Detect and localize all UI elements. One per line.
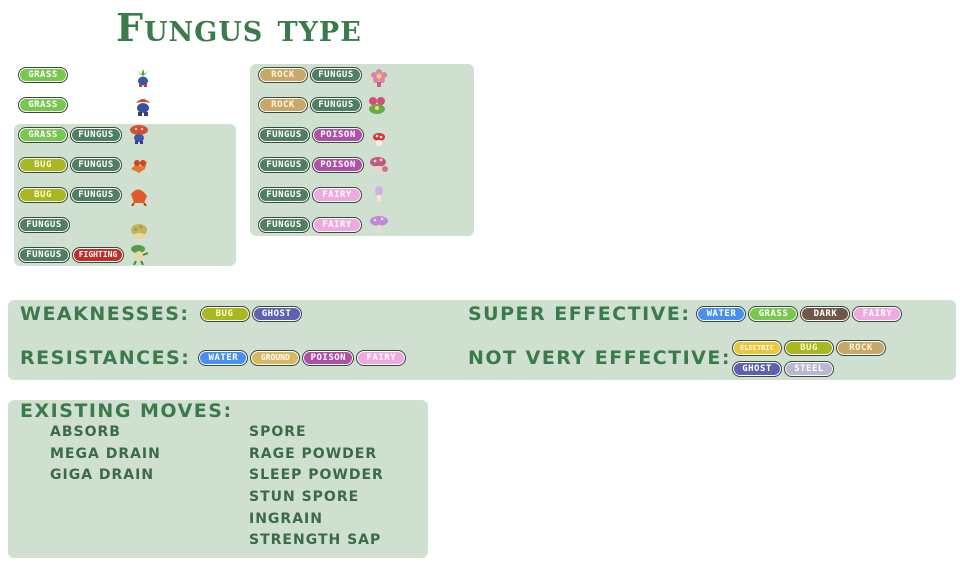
type-badge-fungus: FUNGUS xyxy=(258,187,310,203)
pokemon-row: BUG FUNGUS xyxy=(18,157,158,177)
type-badge-fungus: FUNGUS xyxy=(70,157,122,173)
pokemon-row: BUG FUNGUS xyxy=(18,187,158,207)
not-very-effective-row: NOT VERY EFFECTIVE: xyxy=(468,347,731,369)
type-badge-ghost: GHOST xyxy=(732,361,782,377)
pokemon-row: FUNGUS xyxy=(18,217,158,239)
type-badge-ghost: GHOST xyxy=(251,306,302,322)
type-badge-fairy: FAIRY xyxy=(312,217,362,233)
type-badge-bug: BUG xyxy=(784,340,834,356)
pokemon-row: ROCK FUNGUS xyxy=(258,97,408,117)
type-badge-fairy: FAIRY xyxy=(312,187,362,203)
foongus-sprite xyxy=(373,133,385,146)
existing-moves-label: EXISTING MOVES: xyxy=(20,400,233,422)
super-effective-label: SUPER EFFECTIVE: xyxy=(468,303,691,325)
weaknesses-row: WEAKNESSES: BUG GHOST xyxy=(20,303,302,325)
super-effective-row: SUPER EFFECTIVE: WATER GRASS DARK FAIRY xyxy=(468,303,903,325)
type-badge-water: WATER xyxy=(696,306,747,322)
move-item: GIGA DRAIN xyxy=(50,467,155,483)
type-badge-bug: BUG xyxy=(18,187,68,203)
type-badge-fungus: FUNGUS xyxy=(258,127,310,143)
type-badge-grass: GRASS xyxy=(18,97,68,113)
type-badge-fungus: FUNGUS xyxy=(18,247,70,263)
morelull-sprite xyxy=(375,186,383,205)
type-badge-grass: GRASS xyxy=(18,127,68,143)
pokemon-row: FUNGUS POISON xyxy=(258,127,408,147)
move-item: SLEEP POWDER xyxy=(249,467,384,483)
pokemon-row: ROCK FUNGUS xyxy=(258,67,408,87)
parasect-sprite xyxy=(131,189,147,206)
move-item: RAGE POWDER xyxy=(249,446,378,462)
shiinotic-sprite xyxy=(370,216,388,233)
move-item: STUN SPORE xyxy=(249,489,360,505)
resistances-row: RESISTANCES: WATER GROUND POISON FAIRY xyxy=(20,347,407,369)
type-badge-fighting: FIGHTING xyxy=(72,247,124,263)
pokemon-row: FUNGUS FAIRY xyxy=(258,216,408,237)
type-badge-bug: BUG xyxy=(199,306,250,322)
lileep-sprite xyxy=(371,69,387,87)
move-item: ABSORB xyxy=(50,424,121,440)
type-badge-fungus: FUNGUS xyxy=(258,217,310,233)
resistances-label: RESISTANCES: xyxy=(20,347,191,369)
type-badge-poison: POISON xyxy=(312,127,364,143)
type-badge-fungus: FUNGUS xyxy=(70,187,122,203)
type-badge-ground: GROUND xyxy=(250,350,301,366)
not-very-effective-types-line2: GHOST STEEL xyxy=(732,361,834,377)
type-badge-fungus: FUNGUS xyxy=(70,127,122,143)
vileplume-sprite xyxy=(130,125,148,144)
oddish-sprite xyxy=(137,69,149,87)
type-badge-fairy: FAIRY xyxy=(852,306,903,322)
cradily-sprite xyxy=(369,97,385,114)
moves-panel xyxy=(8,400,428,558)
type-badge-rock: ROCK xyxy=(258,67,308,83)
type-badge-poison: POISON xyxy=(312,157,364,173)
type-badge-fungus: FUNGUS xyxy=(310,67,362,83)
type-badge-dark: DARK xyxy=(800,306,851,322)
not-very-effective-types-line1: ELECTRIC BUG ROCK xyxy=(732,340,886,356)
type-badge-water: WATER xyxy=(198,350,249,366)
gloom-sprite xyxy=(136,99,150,116)
move-item: MEGA DRAIN xyxy=(50,446,161,462)
paras-sprite xyxy=(131,160,147,173)
type-badge-rock: ROCK xyxy=(836,340,886,356)
right-pokemon-panel xyxy=(250,64,474,236)
type-badge-steel: STEEL xyxy=(784,361,834,377)
page-title: Fungus type xyxy=(116,5,362,50)
type-badge-bug: BUG xyxy=(18,157,68,173)
type-badge-fungus: FUNGUS xyxy=(18,217,70,233)
pokemon-row: FUNGUS FAIRY xyxy=(258,186,408,207)
amoonguss-sprite xyxy=(370,157,388,174)
move-item: STRENGTH SAP xyxy=(249,532,382,548)
type-badge-rock: ROCK xyxy=(258,97,308,113)
pokemon-row: GRASS FUNGUS xyxy=(18,125,158,147)
type-badge-fungus: FUNGUS xyxy=(258,157,310,173)
breloom-sprite xyxy=(131,245,149,265)
pokemon-row: GRASS xyxy=(18,67,158,87)
type-badge-grass: GRASS xyxy=(748,306,799,322)
type-badge-grass: GRASS xyxy=(18,67,68,83)
move-item: INGRAIN xyxy=(249,511,323,527)
shroomish-sprite xyxy=(131,224,147,239)
weaknesses-label: WEAKNESSES: xyxy=(20,303,190,325)
not-very-effective-label: NOT VERY EFFECTIVE: xyxy=(468,347,731,369)
type-badge-fairy: FAIRY xyxy=(356,350,407,366)
type-badge-fungus: FUNGUS xyxy=(310,97,362,113)
pokemon-row: FUNGUS FIGHTING xyxy=(18,245,158,267)
type-badge-electric: ELECTRIC xyxy=(732,340,782,356)
pokemon-row: GRASS xyxy=(18,97,158,117)
type-badge-poison: POISON xyxy=(302,350,355,366)
pokemon-row: FUNGUS POISON xyxy=(258,157,408,177)
move-item: SPORE xyxy=(249,424,307,440)
